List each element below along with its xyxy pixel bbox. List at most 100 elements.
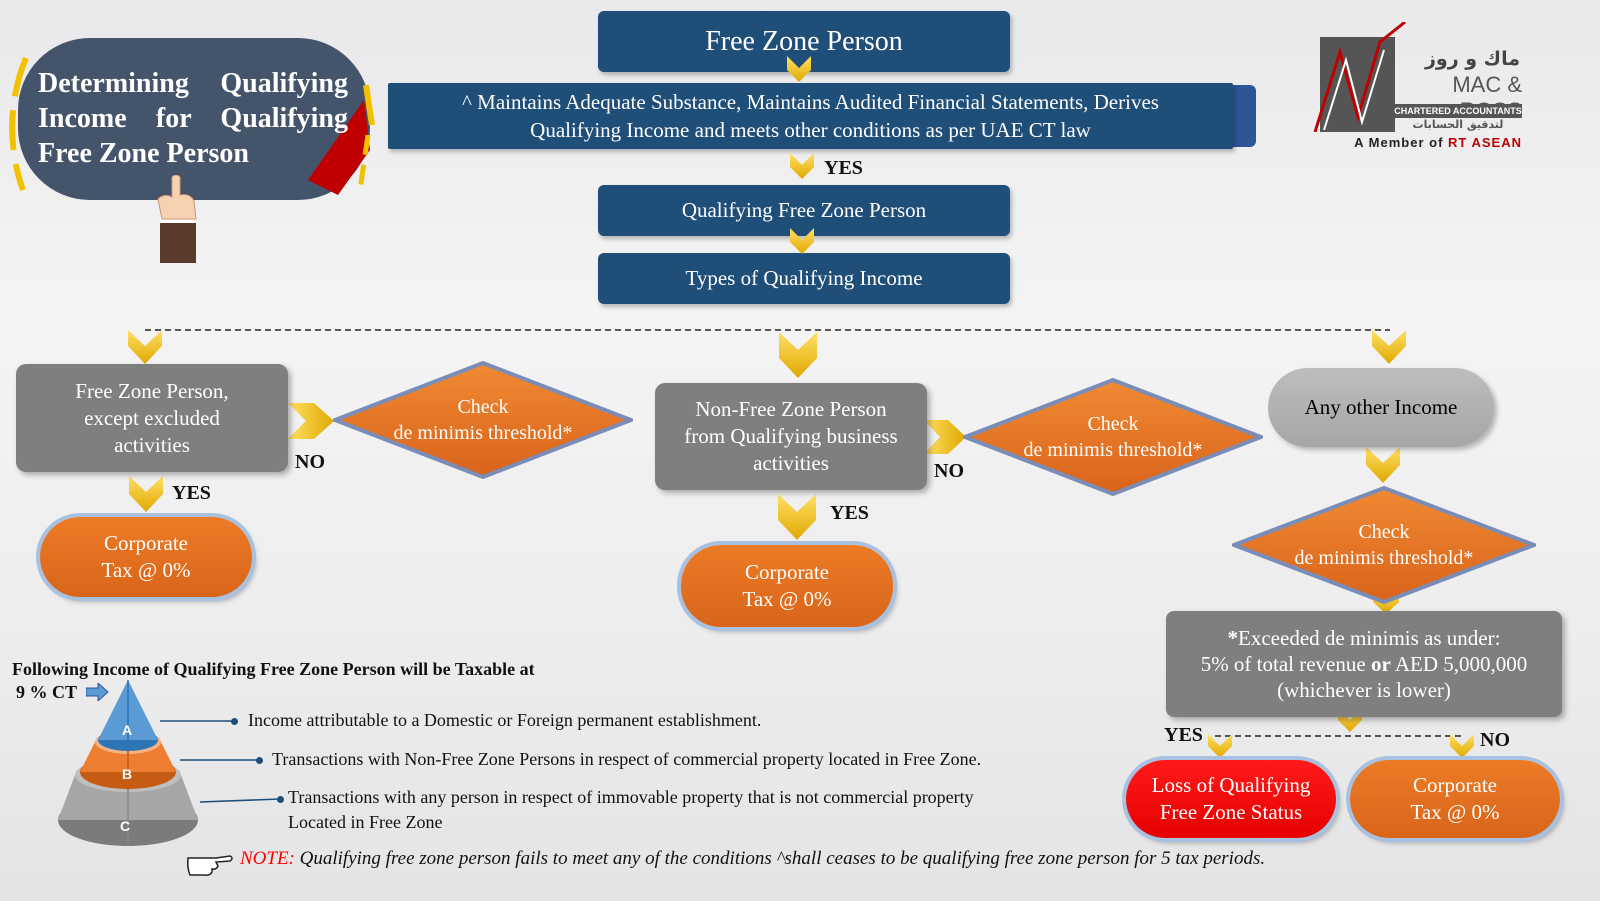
taxable-item-c-line-2: Located in Free Zone — [288, 812, 443, 832]
logo-member: A Member of RT ASEAN — [1310, 135, 1522, 150]
down-arrow-icon — [1372, 330, 1406, 364]
conditions-yes-label: YES — [824, 157, 863, 179]
any-other-income-box: Any other Income — [1268, 368, 1494, 447]
logo-member-prefix: A Member of — [1354, 135, 1444, 150]
note: NOTE: Qualifying free zone person fails … — [240, 848, 1265, 870]
exceeded-line-2b: AED 5,000,000 — [1390, 652, 1528, 676]
qualifying-fzp-box: Qualifying Free Zone Person — [598, 185, 1010, 236]
qualifying-fzp-label: Qualifying Free Zone Person — [681, 198, 927, 222]
loss-line-1: Loss of Qualifying — [1151, 773, 1311, 797]
down-arrow-icon — [787, 56, 811, 82]
non-fzp-box: Non-Free Zone Person from Qualifying bus… — [655, 383, 927, 490]
right-result-line-1: Corporate — [1413, 773, 1497, 797]
exceeded-or: or — [1370, 652, 1391, 676]
loss-of-status-pill: Loss of Qualifying Free Zone Status — [1126, 760, 1336, 838]
right-check-line-1: Check — [1358, 521, 1410, 543]
taxable-rate: 9 % CT — [16, 682, 78, 702]
left-check-line-2: de minimis threshold* — [393, 422, 573, 444]
right-yes-label: YES — [1164, 724, 1203, 746]
exceeded-deminimis-box: *Exceeded de minimis as under: 5% of tot… — [1166, 611, 1562, 717]
fzp-excluded-line-1: Free Zone Person, — [75, 378, 229, 403]
note-text: Qualifying free zone person fails to mee… — [294, 848, 1266, 869]
types-of-income-box: Types of Qualifying Income — [598, 253, 1010, 304]
pointing-hand-icon — [187, 855, 233, 876]
middle-check-line-1: Check — [1087, 413, 1139, 435]
taxable-item-c-line-1: Transactions with any person in respect … — [288, 787, 974, 807]
down-arrow-icon — [1208, 734, 1232, 758]
down-arrow-icon — [778, 494, 816, 540]
left-check-line-1: Check — [457, 396, 509, 418]
logo-arabic: ماك و روز — [1424, 48, 1520, 70]
middle-result-line-1: Corporate — [745, 560, 829, 584]
logo: ماك و روز MAC & ROSS CHARTERED ACCOUNTAN… — [1310, 22, 1530, 154]
non-fzp-line-3: activities — [753, 451, 829, 475]
title-line-2: Income for Qualifying — [38, 103, 348, 134]
conditions-line-1: ^ Maintains Adequate Substance, Maintain… — [462, 90, 1159, 114]
title-badge — [8, 30, 378, 210]
taxable-cone-diagram — [58, 680, 198, 846]
exceeded-line-1: *Exceeded de minimis as under: — [1228, 625, 1501, 651]
right-arrow-icon — [924, 420, 966, 454]
middle-corporate-tax-pill: Corporate Tax @ 0% — [681, 545, 893, 627]
left-yes-label: YES — [172, 482, 211, 504]
fzp-excluded-line-2: except excluded — [84, 405, 220, 430]
right-no-label: NO — [1480, 729, 1510, 751]
cone-layer-a: A — [122, 722, 133, 738]
logo-member-org: RT ASEAN — [1448, 135, 1522, 150]
down-arrow-icon — [779, 332, 817, 378]
middle-check-line-2: de minimis threshold* — [1023, 439, 1203, 461]
page-title: Determining Qualifying Income for Qualif… — [38, 66, 348, 171]
down-arrow-icon — [790, 228, 814, 254]
non-fzp-line-2: from Qualifying business — [684, 424, 898, 448]
fzp-excluded-box: Free Zone Person, except excluded activi… — [16, 364, 288, 472]
logo-arabic-sub: لتدقيق الحسابات — [1412, 118, 1504, 131]
exceeded-line-2a: 5% of total revenue — [1200, 652, 1371, 676]
cone-layer-b: B — [122, 766, 133, 782]
non-fzp-line-1: Non-Free Zone Person — [695, 397, 887, 421]
title-line-3: Free Zone Person — [38, 138, 249, 169]
conditions-line-2: Qualifying Income and meets other condit… — [530, 118, 1091, 142]
left-result-line-1: Corporate — [104, 531, 188, 555]
fzp-excluded-line-3: activities — [114, 432, 190, 457]
taxable-heading: Following Income of Qualifying Free Zone… — [12, 659, 535, 679]
free-zone-person-label: Free Zone Person — [705, 25, 903, 57]
any-other-income-label: Any other Income — [1304, 395, 1458, 419]
taxable-item-a: Income attributable to a Domestic or For… — [248, 710, 762, 730]
left-deminimis-diamond: Check de minimis threshold* — [333, 361, 633, 479]
loss-line-2: Free Zone Status — [1159, 800, 1303, 824]
exceeded-line-2: 5% of total revenue or AED 5,000,000 — [1201, 651, 1528, 677]
title-line-1: Determining Qualifying — [38, 68, 348, 99]
exceeded-text: Exceeded de minimis as under: — [1238, 626, 1501, 650]
middle-no-label: NO — [934, 460, 964, 482]
left-corporate-tax-pill: Corporate Tax @ 0% — [40, 517, 252, 597]
left-no-label: NO — [295, 451, 325, 473]
left-result-line-2: Tax @ 0% — [101, 558, 191, 582]
exceeded-line-3: (whichever is lower) — [1277, 678, 1451, 702]
conditions-box: ^ Maintains Adequate Substance, Maintain… — [388, 83, 1233, 149]
cone-layer-c: C — [120, 818, 131, 834]
types-of-income-label: Types of Qualifying Income — [685, 266, 923, 290]
pointing-hand-icon — [157, 175, 197, 263]
down-arrow-icon — [1450, 734, 1474, 758]
right-deminimis-diamond: Check de minimis threshold* — [1232, 486, 1536, 604]
bullet-dot — [231, 718, 238, 725]
note-label: NOTE: — [240, 848, 295, 869]
free-zone-person-box: Free Zone Person — [598, 11, 1010, 72]
middle-result-line-2: Tax @ 0% — [742, 587, 832, 611]
bullet-dot — [277, 796, 284, 803]
down-arrow-icon — [790, 153, 814, 179]
taxable-item-b: Transactions with Non-Free Zone Persons … — [272, 749, 982, 769]
right-check-line-2: de minimis threshold* — [1294, 547, 1474, 569]
down-arrow-icon — [1366, 447, 1400, 483]
middle-deminimis-diamond: Check de minimis threshold* — [963, 378, 1263, 496]
right-corporate-tax-pill: Corporate Tax @ 0% — [1350, 760, 1560, 838]
logo-subtitle: CHARTERED ACCOUNTANTS — [1394, 104, 1522, 118]
right-arrow-icon — [288, 403, 334, 439]
right-result-line-2: Tax @ 0% — [1410, 800, 1500, 824]
exceeded-star: * — [1227, 626, 1239, 650]
bullet-dot — [256, 757, 263, 764]
down-arrow-icon — [129, 476, 163, 512]
right-arrow-icon — [86, 683, 109, 701]
down-arrow-icon — [128, 330, 162, 364]
